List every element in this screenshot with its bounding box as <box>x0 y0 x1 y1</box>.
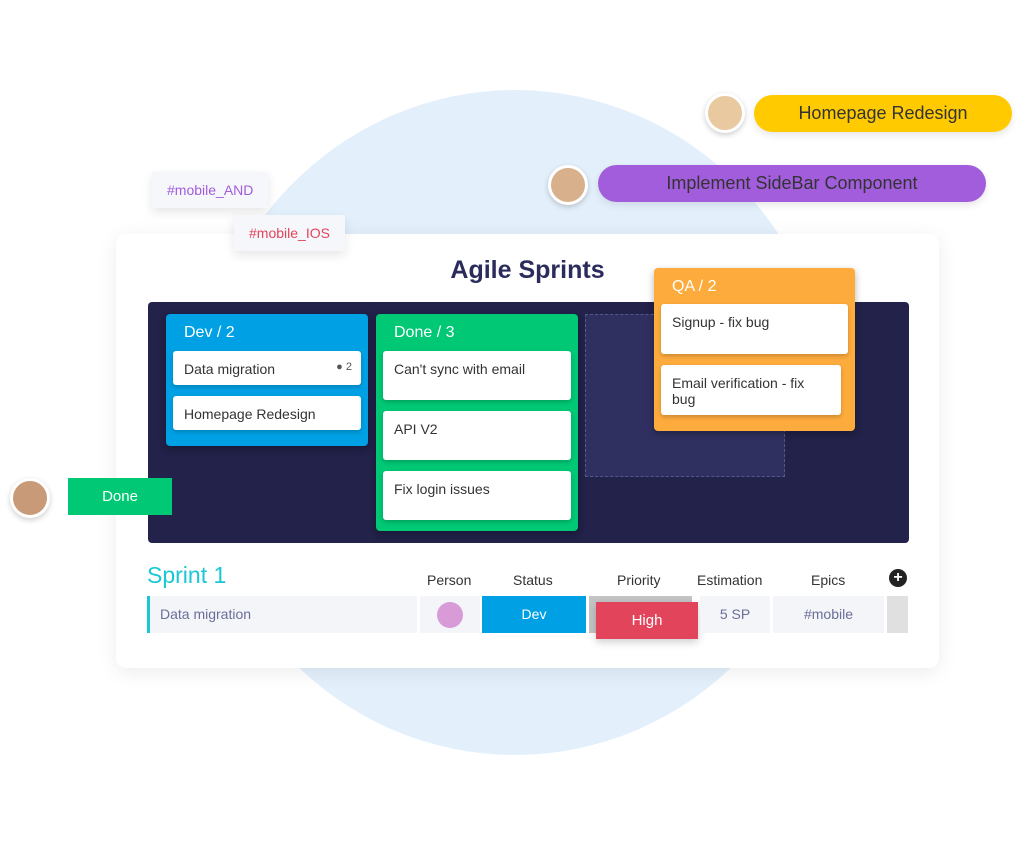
column-header: Done / 3 <box>394 324 455 341</box>
page-title: Agile Sprints <box>450 256 605 284</box>
card[interactable]: Signup - fix bug <box>661 304 848 354</box>
column-header: Dev / 2 <box>184 324 235 341</box>
column-header-estimation: Estimation <box>697 572 763 588</box>
tag-mobile-and: #mobile_AND <box>152 172 269 208</box>
column-header-priority: Priority <box>617 572 661 588</box>
card[interactable]: Data migration ● 2 <box>173 351 361 385</box>
avatar <box>437 602 463 629</box>
avatar <box>548 165 588 205</box>
column-header-person: Person <box>427 572 472 588</box>
homepage-redesign-pill: Homepage Redesign <box>754 95 1012 132</box>
card[interactable]: Can't sync with email <box>383 351 571 400</box>
column-header: QA / 2 <box>672 278 717 295</box>
tag-mobile-ios: #mobile_IOS <box>234 215 345 251</box>
done-status-badge: Done <box>68 478 172 515</box>
add-column-icon[interactable]: + <box>889 569 907 587</box>
column-qa: QA / 2 Signup - fix bug Email verificati… <box>654 268 855 431</box>
card[interactable]: Fix login issues <box>383 471 571 520</box>
card[interactable]: Homepage Redesign <box>173 396 361 430</box>
column-header-epics: Epics <box>811 572 846 588</box>
card[interactable]: API V2 <box>383 411 571 460</box>
comment-icon: ● <box>336 361 343 373</box>
avatar <box>705 93 745 133</box>
comment-count: 2 <box>345 361 352 373</box>
epic-cell[interactable]: #mobile <box>773 596 884 633</box>
card[interactable]: Email verification - fix bug <box>661 365 841 415</box>
card-title: Data migration <box>184 361 276 377</box>
column-header-status: Status <box>513 572 553 588</box>
estimation-cell[interactable]: 5 SP <box>700 596 770 633</box>
group-title: Sprint 1 <box>147 562 227 588</box>
extra-cell <box>887 596 908 633</box>
priority-high-label[interactable]: High <box>596 602 698 639</box>
item-name[interactable]: Data migration <box>147 596 417 633</box>
column-dev: Dev / 2 Data migration ● 2 Homepage Rede… <box>166 314 368 446</box>
status-cell[interactable]: Dev <box>482 596 586 633</box>
sidebar-component-pill: Implement SideBar Component <box>598 165 986 202</box>
avatar <box>10 478 50 518</box>
person-cell[interactable] <box>420 596 480 633</box>
column-done: Done / 3 Can't sync with email API V2 Fi… <box>376 314 578 531</box>
